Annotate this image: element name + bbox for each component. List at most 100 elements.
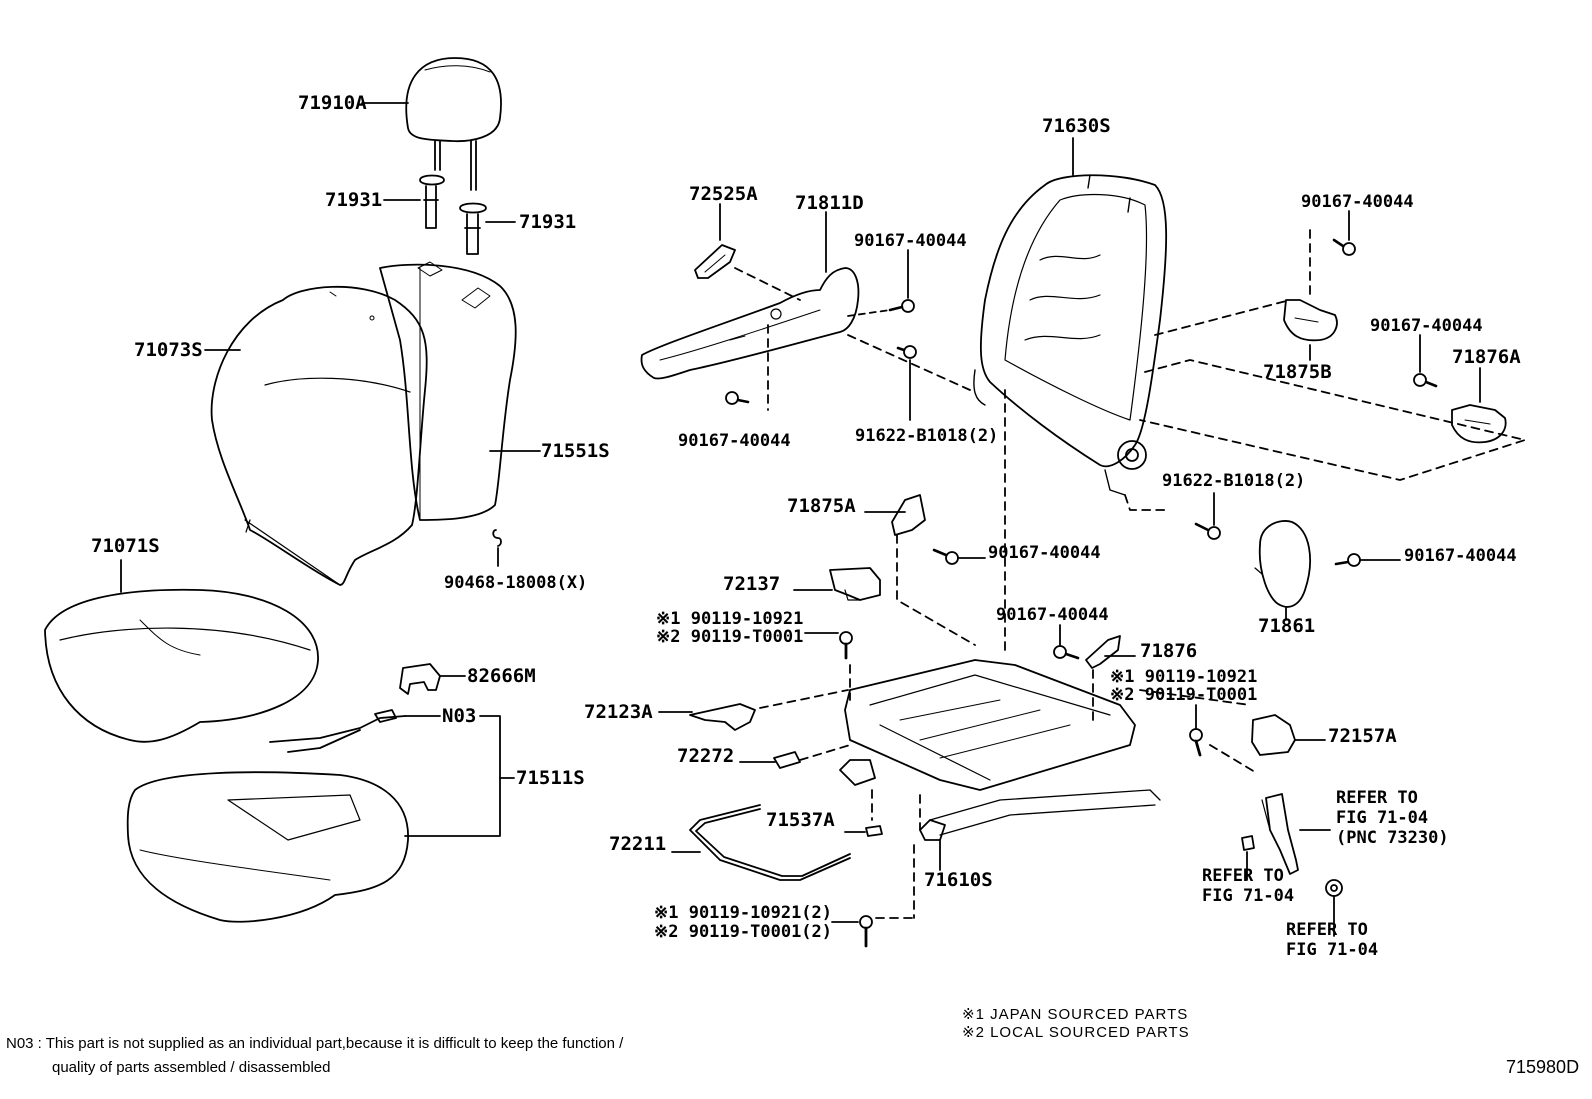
label-72211: 72211	[609, 833, 667, 855]
label-90119-10921: ※1 90119-10921(2)	[654, 903, 833, 923]
label-71876A: 71876A	[1452, 346, 1521, 368]
cover-71875B	[1283, 299, 1338, 342]
footnote-line-1: N03 : This part is not supplied as an in…	[6, 1035, 624, 1052]
cover-71876A	[1451, 404, 1507, 444]
pad-71537A	[865, 825, 883, 837]
label-71610S: 71610S	[924, 869, 993, 891]
label-refer-fig: FIG 71-04	[1202, 886, 1295, 906]
headrest-guide-left	[419, 174, 445, 229]
label-90468: 90468-18008(X)	[444, 573, 588, 593]
label-refer-to: REFER TO	[1202, 866, 1284, 886]
screw-90167-g	[1334, 553, 1361, 567]
screw-90167-a	[888, 299, 915, 313]
headrest-guide-right	[459, 202, 487, 255]
label-71811D: 71811D	[795, 192, 864, 214]
label-91622-B1018: 91622-B1018(2)	[855, 426, 999, 446]
label-71861: 71861	[1258, 615, 1316, 637]
label-72157A: 72157A	[1328, 725, 1397, 747]
label-71910A: 71910A	[298, 92, 367, 114]
dash-72272-track	[799, 744, 851, 761]
label-72272: 72272	[677, 745, 735, 767]
label-71537A: 71537A	[766, 809, 835, 831]
dash-72157A	[1139, 689, 1256, 773]
cover-72525A	[694, 244, 736, 279]
bracket-71875A	[891, 494, 926, 536]
nut	[1325, 879, 1343, 897]
bolt-90119-b	[1189, 728, 1203, 757]
label-90167-40044: 90167-40044	[996, 605, 1109, 625]
label-71875A: 71875A	[787, 495, 856, 517]
screw-90167-d	[1413, 373, 1438, 388]
label-90119-10921: ※1 90119-10921	[656, 609, 804, 629]
washer	[1241, 835, 1255, 851]
seat-cushion-pad	[126, 771, 409, 923]
dash-72123A-track	[759, 689, 849, 709]
label-90119-T0001: ※2 90119-T0001	[1110, 685, 1258, 705]
dash-71811D-frame	[847, 334, 971, 391]
label-71931: 71931	[325, 189, 383, 211]
label-refer-to: REFER TO	[1286, 920, 1368, 940]
dash-72525A	[734, 267, 801, 301]
label-90167-40044: 90167-40044	[678, 431, 791, 451]
label-72525A: 72525A	[689, 183, 758, 205]
headrest-illustration	[405, 57, 502, 191]
label-90119-10921: ※1 90119-10921	[1110, 667, 1258, 687]
label-71876: 71876	[1140, 640, 1198, 662]
label-72123A: 72123A	[584, 701, 653, 723]
label-90167-40044: 90167-40044	[1404, 546, 1517, 566]
label-90167-40044: 90167-40044	[854, 231, 967, 251]
dash-screw-a	[847, 309, 891, 317]
seatback-pad	[379, 261, 517, 521]
label-90119-T0001: ※2 90119-T0001	[656, 627, 804, 647]
label-91622-B1018: 91622-B1018(2)	[1162, 471, 1306, 491]
dash-91622-b	[1124, 494, 1171, 511]
label-71630S: 71630S	[1042, 115, 1111, 137]
wire-72211	[689, 804, 851, 881]
screw-90167-f	[1053, 645, 1080, 660]
bolt-90119-a	[839, 631, 853, 660]
screw-90167-c	[1332, 238, 1356, 256]
bolt-90119-c	[859, 915, 873, 948]
label-90167-40044: 90167-40044	[988, 543, 1101, 563]
seatback-cover	[210, 285, 428, 586]
legend-local-sourced: ※2 LOCAL SOURCED PARTS	[962, 1024, 1190, 1041]
label-71071S: 71071S	[91, 535, 160, 557]
label-72137: 72137	[723, 573, 781, 595]
part-72137	[829, 567, 881, 601]
bolt-91622-b	[1194, 522, 1221, 540]
buckle-illustration	[1261, 793, 1299, 875]
bracket-72123A	[689, 703, 756, 731]
screw-90167-e	[932, 548, 959, 565]
label-90167-40044: 90167-40044	[1301, 192, 1414, 212]
label-71511S: 71511S	[516, 767, 585, 789]
dash-71875B	[1154, 299, 1291, 336]
label-refer-fig: FIG 71-04	[1336, 808, 1429, 828]
screw-90167-b	[725, 391, 750, 405]
seat-cushion-cover	[44, 588, 319, 743]
bracket-71876	[1085, 635, 1121, 669]
harness-N03	[269, 709, 406, 753]
legend-japan-sourced: ※1 JAPAN SOURCED PARTS	[962, 1006, 1189, 1023]
bracket-82666M	[399, 663, 441, 695]
track-71610S	[839, 659, 1161, 841]
clip-72272	[773, 751, 801, 769]
shield-71811D	[640, 267, 860, 380]
label-90119-T0001: ※2 90119-T0001(2)	[654, 922, 833, 942]
label-N03: N03	[442, 705, 477, 727]
bracket-71511S	[404, 715, 501, 837]
label-refer-to: REFER TO	[1336, 788, 1418, 808]
hog-ring-90468	[492, 529, 502, 547]
footnote-line-2: quality of parts assembled / disassemble…	[52, 1059, 331, 1076]
cover-72157A	[1251, 714, 1296, 756]
label-refer-pnc: (PNC 73230)	[1336, 828, 1449, 848]
label-82666M: 82666M	[467, 665, 536, 687]
label-71551S: 71551S	[541, 440, 610, 462]
label-71875B: 71875B	[1263, 361, 1332, 383]
dash-71876A	[1139, 359, 1526, 481]
figure-id: 715980D	[1506, 1057, 1580, 1077]
frame-71630S	[973, 174, 1168, 496]
label-71931: 71931	[519, 211, 577, 233]
bolt-91622-a	[896, 345, 917, 359]
label-refer-fig: FIG 71-04	[1286, 940, 1379, 960]
